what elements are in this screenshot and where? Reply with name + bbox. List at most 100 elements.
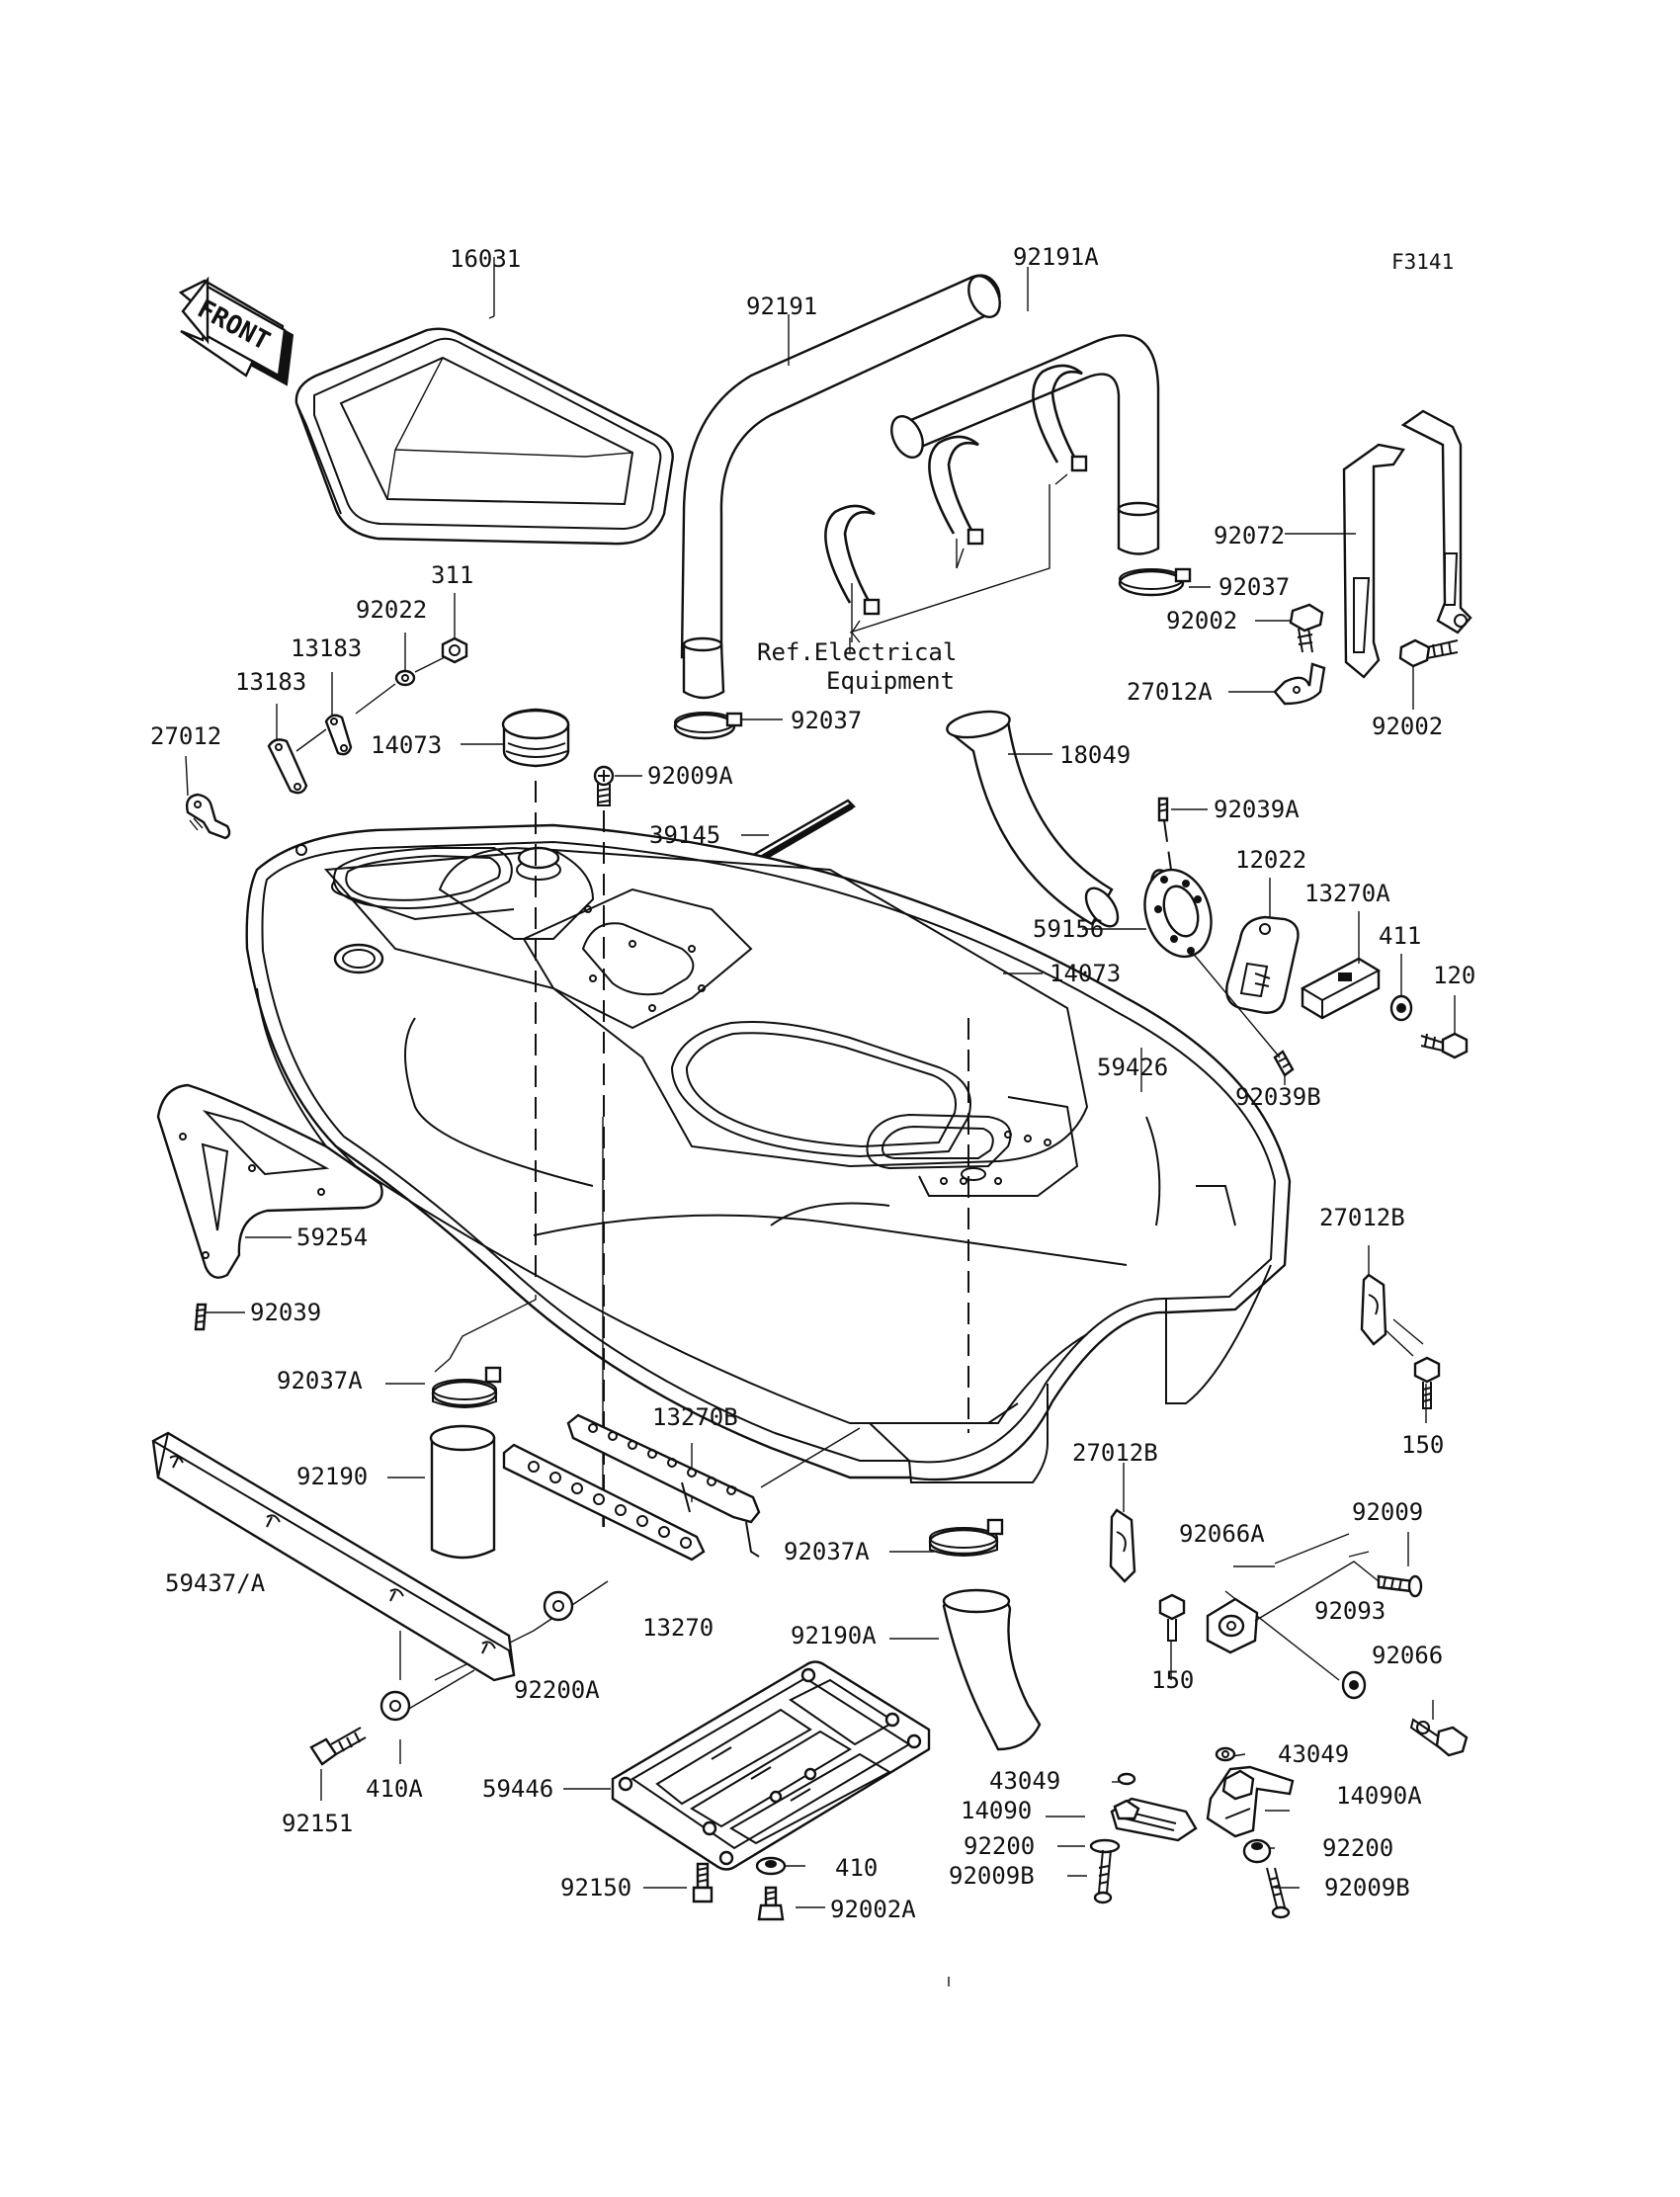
part-label: 92009B (949, 1862, 1035, 1890)
part-label: 92191 (746, 293, 817, 320)
bracket-27012a (1273, 662, 1326, 706)
bolt-92151 (309, 1727, 367, 1766)
part-label: 92066A (1179, 1520, 1265, 1548)
elbow-tube-18049 (946, 710, 1120, 928)
bracket-27012b-upper (1360, 1273, 1387, 1346)
plate-14090a (1206, 1765, 1295, 1838)
plug-14073-left (501, 708, 570, 768)
part-label: 150 (1401, 1431, 1444, 1459)
part-label: 14073 (1050, 960, 1121, 987)
part-label: 43049 (989, 1767, 1060, 1795)
bolt-92009b-right (1266, 1867, 1291, 1919)
part-label: 13270 (642, 1614, 714, 1642)
part-label: 92037A (784, 1538, 870, 1565)
washer-92200a (543, 1590, 574, 1622)
bolt-92039a (1157, 797, 1169, 822)
valve-92066a (1206, 1597, 1259, 1654)
part-label: 410A (366, 1775, 423, 1803)
front-direction-arrow: FRONT (178, 276, 294, 386)
washer-92200-left (1089, 1838, 1121, 1854)
part-label: 92093 (1314, 1597, 1386, 1625)
part-label: 92200 (1322, 1834, 1393, 1862)
clamp-92037a-middle (928, 1518, 1004, 1557)
part-label: 92002A (830, 1896, 916, 1923)
leader-lines (185, 257, 1456, 1986)
part-label: 59156 (1033, 915, 1104, 943)
part-label: 311 (431, 561, 473, 589)
part-label: 59254 (296, 1224, 368, 1251)
part-label: 92009 (1352, 1498, 1423, 1526)
part-label: 92037 (1218, 573, 1290, 601)
washer-43049-left (1117, 1772, 1136, 1786)
part-label: 120 (1433, 962, 1475, 989)
strap-13270b (566, 1413, 761, 1558)
ref-note-line2: Equipment (826, 667, 955, 695)
plate-13183-lower (267, 738, 308, 795)
part-label: 92002 (1372, 713, 1443, 740)
bolt-92002-right (1398, 638, 1459, 668)
washer-92200-right (1242, 1838, 1272, 1864)
bolt-92009a (593, 765, 615, 806)
part-label: 16031 (450, 245, 521, 273)
part-label: 43049 (1278, 1740, 1349, 1768)
part-label: 27012 (150, 722, 221, 750)
part-label: 92190A (791, 1622, 877, 1649)
part-label: 13270B (652, 1403, 738, 1431)
part-label: 27012B (1072, 1439, 1158, 1467)
plate-12022 (1225, 915, 1300, 1014)
skid-plate-59446 (611, 1660, 931, 1871)
bracket-27012b-lower (1109, 1508, 1136, 1583)
sleeve-92190 (429, 1424, 496, 1560)
part-label: 410 (835, 1854, 878, 1882)
part-label: 92039 (250, 1299, 321, 1326)
part-label: 92039A (1214, 796, 1300, 823)
rail-59437a (151, 1431, 516, 1682)
plate-13183-upper (324, 714, 353, 756)
bolt-92002-top (1289, 603, 1324, 653)
part-label: 14090A (1336, 1782, 1422, 1810)
washer-410a (379, 1690, 411, 1722)
dashed-alignment-lines (535, 781, 1172, 1527)
part-label: 13183 (291, 634, 362, 662)
part-label: 92002 (1166, 607, 1237, 634)
svg-text:F3141: F3141 (1391, 250, 1454, 274)
part-label: 92037 (791, 707, 862, 734)
part-label: 13270A (1304, 880, 1390, 907)
part-label: 92009A (647, 762, 733, 790)
bolt-92009 (1377, 1574, 1423, 1598)
exhaust-tubes-92191 (680, 274, 1160, 700)
bolt-150-lower (1158, 1593, 1186, 1642)
washer-92022 (394, 669, 416, 687)
part-label: 411 (1379, 922, 1421, 950)
part-label: 92022 (356, 596, 427, 624)
washer-43049-right (1215, 1746, 1236, 1762)
part-label: 92191A (1013, 243, 1099, 271)
plate-14090 (1110, 1797, 1198, 1842)
part-label: 92200 (964, 1832, 1035, 1860)
plug-92066 (1409, 1718, 1469, 1757)
part-label: 59437/A (165, 1569, 266, 1597)
bolt-92150 (692, 1862, 714, 1903)
bolt-92009b-left (1093, 1849, 1113, 1904)
part-label: 39145 (649, 821, 720, 849)
sleeve-92190a (942, 1588, 1042, 1751)
bolt-92039 (194, 1303, 208, 1331)
hook-27012 (185, 793, 231, 840)
pad-59254 (156, 1083, 383, 1279)
part-label: 150 (1151, 1666, 1194, 1694)
storage-tray-16031 (294, 327, 674, 546)
bolt-150-upper (1413, 1356, 1441, 1409)
part-label: 92150 (560, 1874, 631, 1901)
part-label: 14090 (961, 1797, 1032, 1824)
part-label: 27012B (1319, 1204, 1405, 1231)
part-label: 12022 (1235, 846, 1306, 874)
part-label: 92066 (1372, 1642, 1443, 1669)
straps-ref-electrical (824, 364, 1088, 652)
ring-59156 (1143, 868, 1213, 959)
figure-code: F3141 (1391, 250, 1454, 274)
block-13270a (1300, 957, 1382, 1020)
part-label: 92039B (1235, 1083, 1321, 1111)
strap-13270 (502, 1443, 706, 1562)
clamp-92037-top (1118, 567, 1192, 597)
